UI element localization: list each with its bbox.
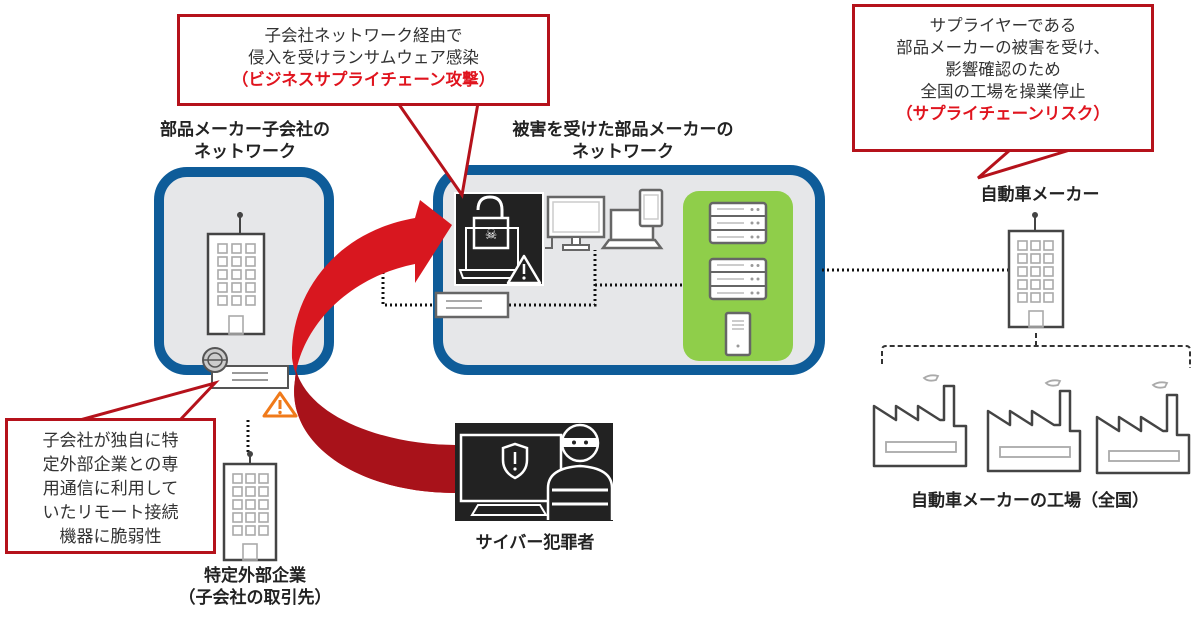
attack-arrow [291, 200, 455, 493]
factory-icon [872, 374, 968, 468]
subsidiary-building-icon [206, 212, 266, 336]
callout-line: 子会社ネットワーク経由で [264, 26, 463, 45]
svg-text:☠: ☠ [485, 227, 498, 243]
callout-line: 用通信に利用して [42, 479, 179, 499]
callout-highlight: （サプライチェーンリスク） [896, 104, 1110, 123]
callout-line: 全国の工場を操業停止 [920, 82, 1086, 101]
cybercriminal-icon [455, 423, 614, 521]
automaker-building-icon [1007, 212, 1065, 329]
callout-line: 侵入を受けランサムウェア感染 [248, 48, 479, 67]
callout-line: 部品メーカーの被害を受け、 [896, 38, 1110, 57]
factory-icon [1095, 381, 1191, 475]
external-company-label: 特定外部企業 （子会社の取引先） [178, 566, 332, 608]
server-rack-icon [708, 201, 768, 301]
automaker-label: 自動車メーカー [980, 185, 1100, 205]
supply-chain-risk-callout: サプライヤーである 部品メーカーの被害を受け、 影響確認のため 全国の工場を操業… [852, 4, 1154, 152]
callout-line: 機器に脆弱性 [59, 527, 162, 547]
callout-line: サプライヤーである [929, 16, 1077, 35]
factory-branch-lines [881, 333, 1191, 368]
desktop-monitor-icon [545, 195, 606, 251]
callout-line: 子会社が独自に特 [42, 431, 179, 451]
network-appliance-icon [434, 291, 510, 319]
external-company-building-icon [222, 451, 278, 562]
vulnerability-callout: 子会社が独自に特 定外部企業との専 用通信に利用して いたリモート接続 機器に脆… [5, 418, 216, 554]
laptop-tablet-icon [600, 188, 664, 250]
callout-tails [79, 102, 1071, 422]
callout-line: いたリモート接続 [42, 503, 179, 523]
callout-line: 影響確認のため [945, 60, 1061, 79]
tower-server-icon [724, 311, 752, 357]
factories-label: 自動車メーカーの工場（全国） [911, 491, 1149, 511]
victim-network-label: 被害を受けた部品メーカーの ネットワーク [512, 120, 734, 162]
cybercriminal-label: サイバー犯罪者 [475, 533, 595, 553]
ransomware-laptop-icon: ☠ [454, 192, 544, 286]
callout-line: 定外部企業との専 [42, 455, 179, 475]
subsidiary-network-label: 部品メーカー子会社の ネットワーク [160, 120, 330, 162]
remote-access-device-icon [202, 347, 289, 389]
warning-triangle-icon [262, 391, 298, 418]
callout-highlight: （ビジネスサプライチェーン攻撃） [231, 70, 496, 89]
factory-icon [986, 379, 1082, 473]
ransomware-callout: 子会社ネットワーク経由で 侵入を受けランサムウェア感染 （ビジネスサプライチェー… [177, 14, 550, 106]
